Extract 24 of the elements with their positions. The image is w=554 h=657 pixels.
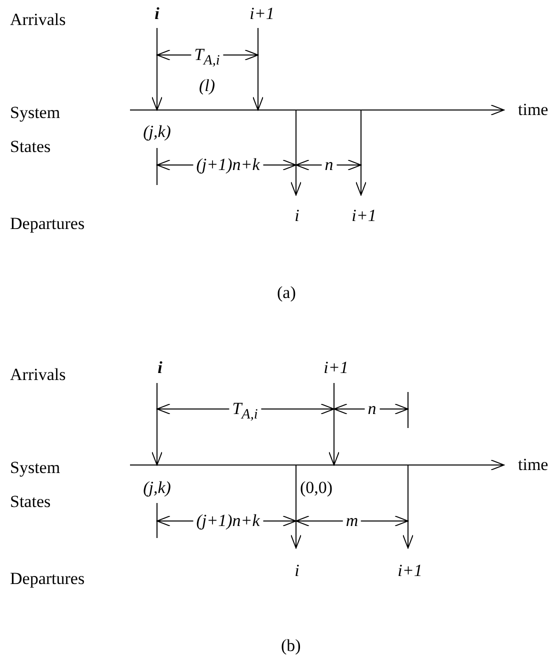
caption: (b) xyxy=(281,636,301,656)
arrival-index: i xyxy=(158,358,162,378)
state-label: (j,k) xyxy=(143,122,171,142)
state-label: (j,k) xyxy=(143,478,171,498)
arrival-index: i xyxy=(154,4,160,24)
state-label: (0,0) xyxy=(300,478,333,498)
arrival-index: i+1 xyxy=(324,358,348,378)
row-label: Departures xyxy=(10,569,85,589)
state-label: (l) xyxy=(198,76,216,96)
departure-index: i+1 xyxy=(398,561,422,581)
interval-label: (j+1)n+k xyxy=(193,155,263,175)
axis-label: time xyxy=(518,100,548,120)
arrival-index: i+1 xyxy=(250,4,274,24)
row-label: Arrivals xyxy=(10,10,66,30)
interval-label: (j+1)n+k xyxy=(193,511,263,531)
row-label: Arrivals xyxy=(10,365,66,385)
caption: (a) xyxy=(277,283,296,303)
row-label: Departures xyxy=(10,214,85,234)
departure-index: i+1 xyxy=(352,206,376,226)
departure-index: i xyxy=(294,206,300,226)
row-label: System States xyxy=(10,102,62,158)
row-label: System States xyxy=(10,457,62,513)
axis-label: time xyxy=(518,455,548,475)
departure-index: i xyxy=(294,561,300,581)
